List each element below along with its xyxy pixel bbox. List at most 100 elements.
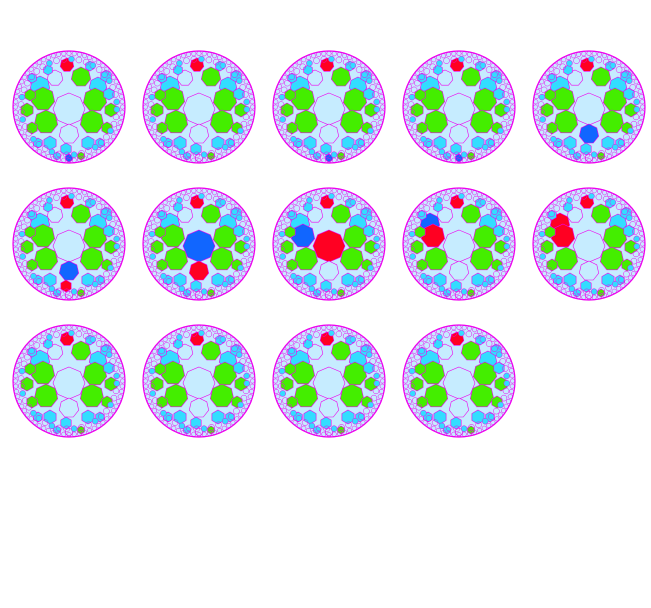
fringe-cell xyxy=(373,243,381,250)
tile-top-right xyxy=(70,66,92,87)
fringe-cell xyxy=(441,429,446,435)
fringe-cell xyxy=(250,378,255,384)
fringe-cell xyxy=(403,383,409,389)
fringe-cell xyxy=(196,432,202,437)
tile-left-2 xyxy=(293,246,319,271)
fringe-cell xyxy=(566,196,573,204)
fringe-cell xyxy=(17,358,23,363)
fringe-cell xyxy=(365,214,373,222)
fringe-cell xyxy=(96,286,102,291)
fringe-cell xyxy=(404,114,409,120)
fringe-cell xyxy=(588,55,595,63)
tile-left-5 xyxy=(546,258,558,272)
fringe-cell xyxy=(288,279,294,285)
fringe-cell xyxy=(284,79,291,87)
fringe-cell xyxy=(639,236,645,242)
fringe-cell xyxy=(243,353,249,359)
fringe-cell xyxy=(212,155,217,161)
fringe-cell xyxy=(76,294,82,299)
fringe-cell xyxy=(602,58,610,66)
fringe-cell xyxy=(191,51,197,57)
fringe-cell xyxy=(379,114,384,120)
fringe-cell xyxy=(33,342,41,349)
fringe-cell xyxy=(403,241,408,247)
fringe-cell xyxy=(420,135,427,143)
fringe-cell xyxy=(436,192,441,198)
fringe-cell xyxy=(548,203,554,209)
fringe-cell xyxy=(166,149,172,154)
fringe-cell xyxy=(581,51,587,57)
fringe-cell xyxy=(166,197,172,202)
fringe-cell xyxy=(274,231,279,237)
fringe-cell xyxy=(178,285,186,293)
fringe-cell xyxy=(250,104,255,110)
fringe-cell xyxy=(411,397,419,404)
fringe-cell xyxy=(479,336,487,343)
fringe-cell xyxy=(95,66,103,73)
fringe-cell xyxy=(409,253,416,260)
fringe-cell xyxy=(571,190,576,196)
tile-bottom-1 xyxy=(318,397,340,418)
fringe-cell xyxy=(19,253,26,260)
fringe-cell xyxy=(149,353,155,359)
fringe-cell xyxy=(315,150,323,158)
tile-bottom-2 xyxy=(450,142,462,156)
fringe-cell xyxy=(481,143,489,151)
fringe-cell xyxy=(624,66,630,72)
fringe-cell xyxy=(243,106,251,113)
fringe-cell xyxy=(537,84,543,89)
fringe-cell xyxy=(35,415,43,422)
fringe-cell xyxy=(119,246,125,252)
tile-right-2 xyxy=(599,109,625,134)
tile-right-2 xyxy=(339,383,365,408)
fringe-cell xyxy=(533,104,538,110)
fringe-cell xyxy=(576,294,582,299)
tile-right-4 xyxy=(233,224,245,238)
fringe-cell xyxy=(226,423,232,428)
fringe-cell xyxy=(233,407,240,415)
tile-bottom-r xyxy=(81,409,95,425)
fringe-cell xyxy=(243,129,249,135)
fringe-cell xyxy=(446,431,452,436)
fringe-cell xyxy=(237,264,244,272)
fringe-cell xyxy=(91,151,97,157)
fringe-cell xyxy=(371,134,376,140)
tile-right-4 xyxy=(493,361,505,375)
fringe-cell xyxy=(450,330,458,337)
fringe-cell xyxy=(278,367,286,375)
fringe-cell xyxy=(154,353,161,361)
fringe-cell xyxy=(494,203,500,209)
fringe-cell xyxy=(635,221,641,226)
fringe-cell xyxy=(28,279,34,285)
fringe-cell xyxy=(171,145,179,152)
fringe-cell xyxy=(176,290,181,296)
fringe-cell xyxy=(561,194,567,200)
fringe-cell xyxy=(89,336,97,343)
fringe-cell xyxy=(611,288,617,294)
tile-acc-5 xyxy=(173,64,183,76)
fringe-cell xyxy=(323,288,330,296)
fringe-cell xyxy=(581,294,587,300)
fringe-cell xyxy=(308,422,316,430)
tile-bottom-r xyxy=(341,272,355,288)
fringe-cell xyxy=(533,236,539,242)
fringe-cell xyxy=(357,276,365,283)
fringe-cell xyxy=(109,84,117,91)
fringe-cell xyxy=(217,192,222,198)
tile-left-5 xyxy=(416,395,428,409)
tile-right-2 xyxy=(79,109,105,134)
fringe-cell xyxy=(472,53,477,59)
fringe-cell xyxy=(561,151,567,157)
fringe-cell xyxy=(493,133,500,141)
fringe-cell xyxy=(342,429,347,435)
fringe-cell xyxy=(418,210,425,218)
fringe-cell xyxy=(82,195,90,203)
fringe-cell xyxy=(274,114,279,120)
fringe-cell xyxy=(342,58,350,66)
fringe-cell xyxy=(481,151,487,157)
fringe-cell xyxy=(364,279,370,285)
fringe-cell xyxy=(465,56,473,64)
fringe-cell xyxy=(171,57,177,63)
fringe-cell xyxy=(13,241,18,247)
fringe-cell xyxy=(109,221,117,228)
